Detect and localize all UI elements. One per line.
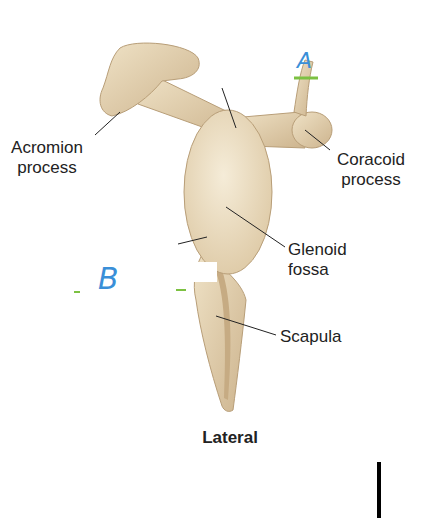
blade-ridge [216,270,230,400]
green-mark [176,289,186,291]
view-caption: Lateral [180,428,280,448]
part-label: Scapula [280,327,370,347]
part-label: Acromion process [2,138,92,177]
part-label: Coracoid process [326,150,416,189]
leader-line [178,237,207,244]
leader-line [95,112,120,135]
acromion [100,43,199,116]
glenoid-fossa [184,110,272,274]
leader-line [216,316,276,335]
handwritten-letter: B [98,262,132,297]
white-patch [190,262,217,282]
coracoid [292,112,332,148]
part-label: Glenoid fossa [288,240,364,279]
leaders [95,88,330,335]
leader-line [222,88,236,128]
green-mark [294,77,318,80]
green-mark [74,291,80,293]
leader-line [305,130,330,150]
black-bar [377,462,381,518]
bone [100,43,332,411]
leader-line [226,207,285,247]
handwritten-letter: A [297,48,323,73]
